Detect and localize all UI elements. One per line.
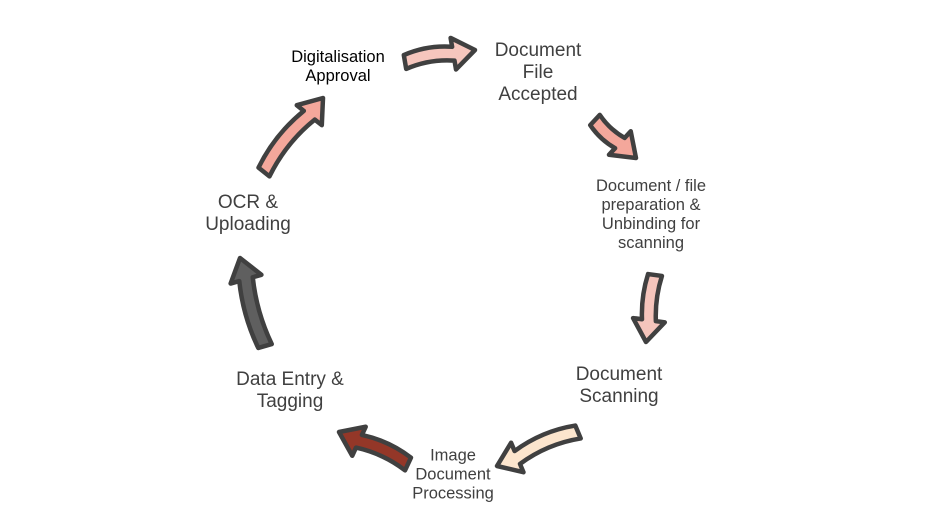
arrow-accepted-to-preparation-icon bbox=[587, 112, 639, 161]
label-line: Approval bbox=[305, 67, 371, 85]
label-line: scanning bbox=[617, 233, 685, 252]
label-line: Image bbox=[430, 446, 476, 465]
label-line: Accepted bbox=[498, 83, 578, 105]
stage-image-document-processing: Image Document Processing bbox=[412, 447, 494, 504]
arrow-ocr-to-digitalisation-icon bbox=[256, 95, 326, 179]
arrow-data-entry-to-ocr-icon bbox=[228, 255, 274, 351]
label-line: OCR & bbox=[217, 192, 279, 214]
label-line: Processing bbox=[412, 484, 494, 503]
label-line: File bbox=[522, 62, 554, 84]
arrow-processing-to-data-entry-icon bbox=[336, 424, 414, 473]
label-line: Uploading bbox=[205, 214, 291, 235]
stage-document-file-accepted: Document File Accepted bbox=[495, 40, 582, 106]
label-line: Document bbox=[575, 364, 663, 386]
stage-digitalisation-approval: Digitalisation Approval bbox=[291, 48, 385, 86]
label-line: Document bbox=[494, 40, 582, 62]
arrow-digitalisation-to-accepted-icon bbox=[401, 35, 478, 72]
label-line: Data Entry & bbox=[236, 369, 344, 391]
label-line: Document / file bbox=[595, 177, 707, 196]
stage-document-preparation: Document / file preparation & Unbinding … bbox=[596, 177, 706, 253]
stage-ocr-uploading: OCR & Uploading bbox=[205, 192, 291, 236]
arrow-scanning-to-processing-icon bbox=[494, 423, 583, 475]
label-line: Tagging bbox=[256, 391, 324, 412]
arrow-preparation-to-scanning-icon bbox=[630, 271, 668, 345]
label-line: Scanning bbox=[579, 386, 659, 407]
stage-data-entry-tagging: Data Entry & Tagging bbox=[236, 369, 344, 413]
label-line: Document bbox=[415, 465, 491, 484]
label-line: Digitalisation bbox=[291, 48, 385, 67]
label-line: Unbinding for bbox=[601, 215, 701, 233]
stage-document-scanning: Document Scanning bbox=[576, 364, 663, 408]
label-line: preparation & bbox=[601, 196, 701, 215]
